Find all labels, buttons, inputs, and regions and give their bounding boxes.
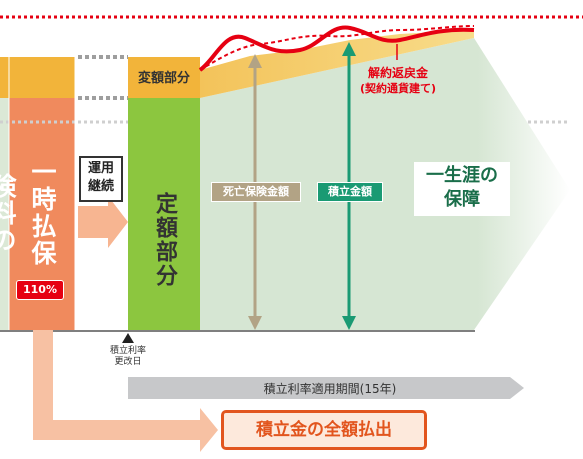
lifetime-coverage-label: 一生涯の 保障	[414, 162, 510, 216]
rate-change-date-label: 積立利率 更改日	[109, 346, 146, 367]
variable-part-label: 変額部分	[137, 71, 190, 86]
fixed-part-label: 定額部分	[152, 192, 177, 288]
continue-arrow	[78, 196, 128, 248]
lump-sum-percent-badge: 110%	[16, 280, 64, 300]
full-payout-label: 積立金の全額払出	[221, 410, 427, 450]
surrender-value-sublabel: (契約通貨建て)	[359, 82, 437, 95]
variable-part-column	[128, 57, 200, 98]
rate-period-bar	[128, 377, 524, 399]
surrender-value-label: 解約返戻金	[367, 66, 428, 80]
fixed-part-column	[128, 98, 200, 330]
lump-sum-top-yellow	[9, 57, 75, 98]
rate-period-label: 積立利率適用期間(15年)	[263, 382, 397, 396]
surrender-wave-solid	[198, 25, 475, 72]
death-benefit-label: 死亡保険金額	[211, 182, 301, 202]
operation-continue-label: 運用 継続	[79, 156, 123, 202]
lump-sum-premium-label: 一時払保険料の	[0, 159, 57, 267]
left-yellow-strip	[0, 57, 9, 98]
variable-growth-band	[200, 30, 474, 98]
accumulated-amount-label: 積立金額	[317, 182, 383, 202]
payout-arrow	[33, 330, 218, 452]
surrender-wave-dashed	[199, 25, 475, 71]
rate-change-marker	[122, 333, 134, 343]
left-fixed-strip	[0, 98, 9, 330]
lifetime-arrow	[200, 38, 570, 330]
